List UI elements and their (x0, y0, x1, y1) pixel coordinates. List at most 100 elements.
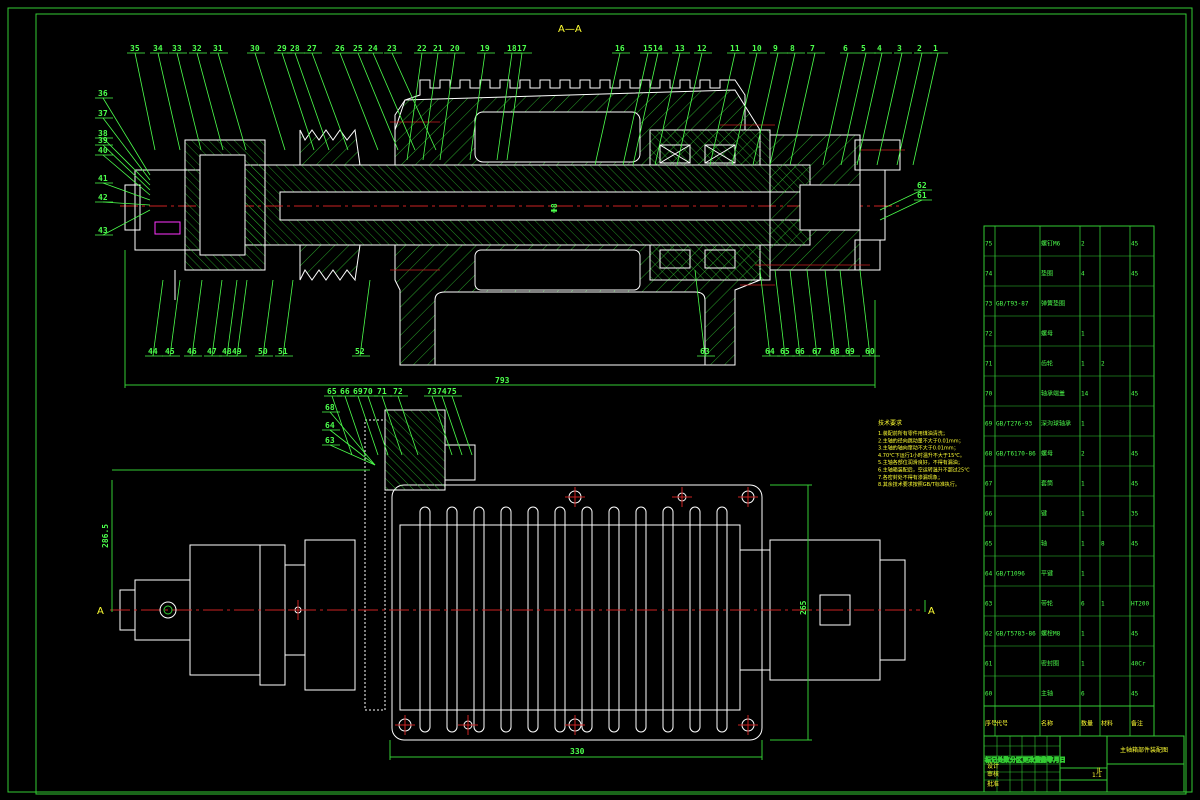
part-balloon: 22 (406, 44, 432, 161)
balloon-number: 25 (353, 44, 363, 53)
balloon-number: 33 (172, 44, 182, 53)
part-balloon: 33 (169, 44, 202, 151)
part-balloon: 3 (876, 44, 912, 166)
bom-cell-mat: 2 (1101, 361, 1105, 368)
bom-cell-no: 70 (985, 391, 993, 398)
drawing-name: 主轴箱部件装配图 (1120, 746, 1168, 754)
bom-cell-name: 轴承端盖 (1041, 390, 1065, 398)
bom-cell-code: GB/T1096 (996, 571, 1025, 578)
balloon-number: 47 (207, 347, 217, 356)
bom-cell-qty: 6 (1081, 601, 1085, 608)
part-balloon: 68 (322, 403, 376, 466)
part-balloon: 46 (184, 279, 203, 357)
balloon-number: 38 (98, 129, 108, 138)
housing-fin (689, 506, 701, 733)
bom-cell-qty: 1 (1081, 421, 1085, 428)
balloon-number: 23 (387, 44, 397, 53)
part-balloon: 70 (360, 387, 389, 456)
balloon-number: 21 (433, 44, 443, 53)
balloon-number: 30 (250, 44, 260, 53)
pulley-left (299, 128, 361, 282)
part-balloon: 39 (95, 136, 151, 191)
right-bearing-housing-lower (649, 244, 771, 281)
bom-cell-name: 轴 (1041, 540, 1047, 548)
housing-fin (473, 506, 485, 733)
part-balloon: 44 (145, 279, 164, 357)
title-block: 标记处数分区更改文件号签名年月日 (983, 735, 1185, 793)
balloon-number: 52 (355, 347, 365, 356)
tech-notes-title: 技术要求 (878, 419, 902, 427)
balloon-number: 48 (222, 347, 232, 356)
left-end-flange (124, 184, 141, 231)
bom-cell-no: 73 (985, 301, 993, 308)
balloon-number: 40 (98, 146, 108, 155)
balloon-number: 27 (307, 44, 317, 53)
balloon-number: 32 (192, 44, 202, 53)
part-balloon: 11 (709, 44, 745, 166)
balloon-number: 49 (232, 347, 242, 356)
part-balloon: 19 (469, 44, 495, 161)
balloon-number: 66 (340, 387, 350, 396)
balloon-number: 10 (752, 44, 762, 53)
gear-cover (444, 444, 476, 481)
balloon-number: 68 (325, 403, 335, 412)
bom-cell-name: 弹簧垫圈 (1041, 300, 1065, 308)
title-block-col-label: 更改文件号 (1023, 756, 1053, 764)
bom-cell-no: 75 (985, 241, 993, 248)
section-marker-right: A (928, 606, 935, 617)
scale-value: 1:1 (1092, 772, 1102, 779)
balloon-number: 39 (98, 136, 108, 145)
bom-cell-note: 35 (1131, 511, 1139, 518)
bom-cell-no: 60 (985, 691, 993, 698)
bom-cell-no: 72 (985, 331, 993, 338)
balloon-number: 66 (795, 347, 805, 356)
bom-header-qty: 数量 (1081, 720, 1093, 728)
balloon-number: 61 (917, 191, 927, 200)
bom-cell-note: 45 (1131, 391, 1139, 398)
tech-note-item: 3.主轴的轴向窜动不大于0.01mm； (878, 445, 959, 452)
bom-cell-qty: 1 (1081, 511, 1085, 518)
balloon-number: 3 (897, 44, 902, 53)
part-balloon: 14 (632, 44, 668, 166)
part-balloon: 16 (594, 44, 630, 166)
balloon-number: 13 (675, 44, 685, 53)
balloon-number: 44 (148, 347, 158, 356)
housing-fin (554, 506, 566, 733)
balloon-number: 16 (615, 44, 625, 53)
housing-fin (662, 506, 674, 733)
balloon-number: 19 (480, 44, 490, 53)
balloon-number: 20 (450, 44, 460, 53)
bom-cell-qty: 1 (1081, 661, 1085, 668)
balloon-number: 18 (507, 44, 517, 53)
part-balloon: 36 (95, 89, 151, 176)
balloon-number: 6 (843, 44, 848, 53)
bom-cell-qty: 2 (1081, 451, 1085, 458)
part-balloon: 5 (840, 44, 876, 166)
bom-cell-name: 平键 (1041, 570, 1053, 578)
bom-cell-note: 45 (1131, 241, 1139, 248)
bearings-right (659, 144, 736, 269)
housing-window-upper (474, 111, 641, 163)
bom-cell-name: 螺栓M8 (1041, 630, 1061, 638)
part-balloon: 42 (95, 193, 151, 206)
balloon-number: 50 (258, 347, 268, 356)
part-balloon: 4 (856, 44, 892, 166)
bom-cell-note: 45 (1131, 481, 1139, 488)
bom-cell-name: 螺母 (1041, 330, 1053, 338)
bom-cell-mat: 1 (1101, 601, 1105, 608)
title-block-col-label: 分区 (1010, 756, 1022, 764)
balloon-number: 35 (130, 44, 140, 53)
gear-wheel (364, 419, 386, 711)
bom-header-code: 代号 (996, 720, 1008, 728)
balloon-number: 65 (780, 347, 790, 356)
